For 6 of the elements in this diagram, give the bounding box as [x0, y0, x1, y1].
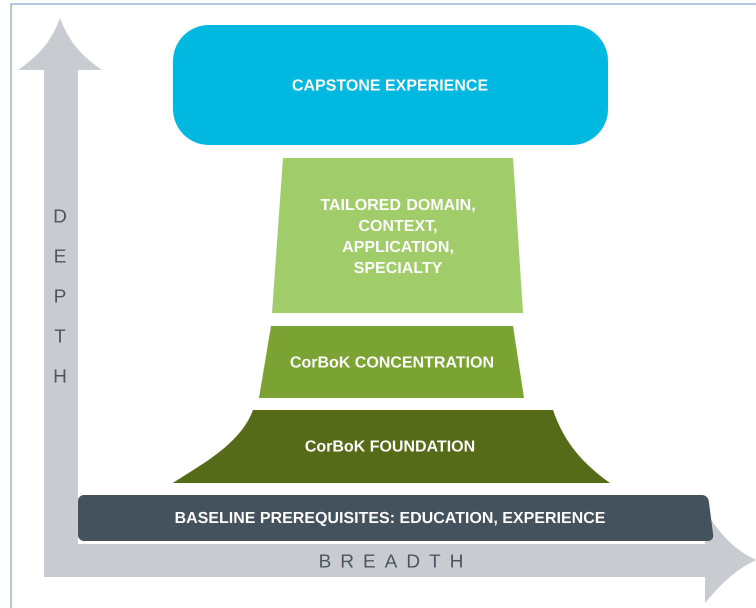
baseline-bar: BASELINE PREREQUISITES: EDUCATION, EXPERIENCE [78, 495, 714, 541]
axis-label: D E P T H [54, 209, 66, 383]
capstone-box: CAPSTONE EXPERIENCE [173, 25, 608, 145]
trapezoid-band: TAILORED DOMAIN, CONTEXT, APPLICATION, SPECIALTY [272, 158, 523, 313]
flared-band: CorBoK FOUNDATION [173, 410, 610, 483]
trapezoid-band: CorBoK CONCENTRATION [259, 326, 524, 398]
